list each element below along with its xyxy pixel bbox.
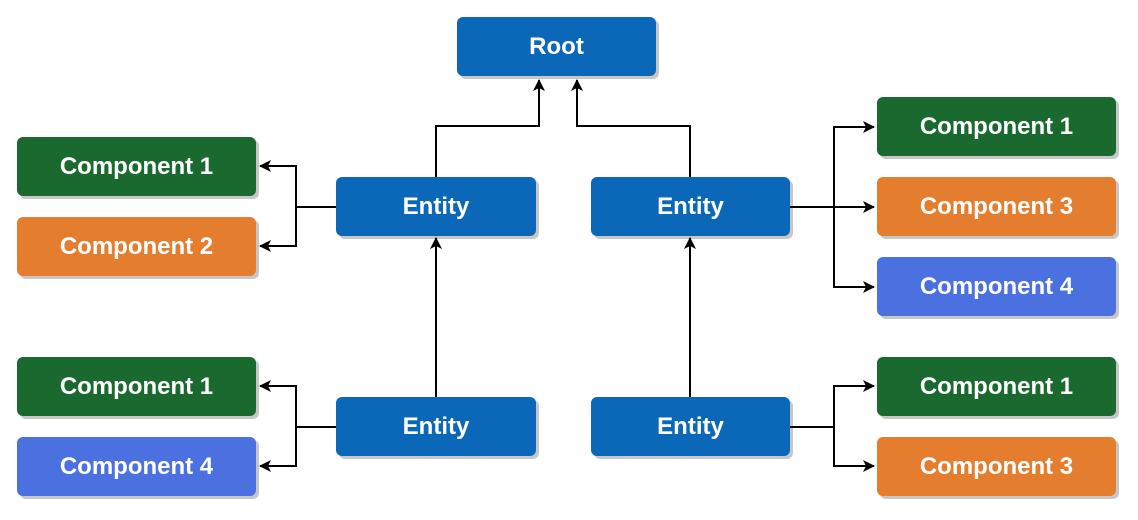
connector-entity-top-left-to-component-2 bbox=[259, 207, 297, 252]
component-node-br-component-1[interactable]: Component 1 bbox=[877, 357, 1116, 416]
component-node-bl-component-4[interactable]: Component 4 bbox=[17, 437, 256, 496]
connector-entity-bottom-right-to-component-3 bbox=[833, 427, 875, 472]
component-node-tr-component-3[interactable]: Component 3 bbox=[877, 177, 1116, 236]
entity-node-bottom-left[interactable]: Entity bbox=[336, 397, 536, 456]
connector-entity-bottom-left-to-component-1 bbox=[259, 380, 336, 428]
connector-entity-bottom-right-to-component-1 bbox=[790, 380, 875, 428]
connector-entity-top-right-to-root bbox=[571, 79, 691, 177]
entity-node-top-left[interactable]: Entity bbox=[336, 177, 536, 236]
connector-entity-top-left-to-root bbox=[435, 79, 545, 177]
component-node-tl-component-2[interactable]: Component 2 bbox=[17, 217, 256, 276]
connector-entity-bottom-left-to-component-4 bbox=[259, 427, 297, 472]
component-node-br-component-3[interactable]: Component 3 bbox=[877, 437, 1116, 496]
connector-entity-top-left-to-component-1 bbox=[259, 160, 336, 208]
component-node-tr-component-1[interactable]: Component 1 bbox=[877, 97, 1116, 156]
component-node-tl-component-1[interactable]: Component 1 bbox=[17, 137, 256, 196]
component-node-bl-component-1[interactable]: Component 1 bbox=[17, 357, 256, 416]
connector-entity-top-right-to-component-1 bbox=[833, 121, 875, 207]
entity-node-bottom-right[interactable]: Entity bbox=[591, 397, 790, 456]
entity-node-top-right[interactable]: Entity bbox=[591, 177, 790, 236]
connector-entity-top-right-to-component-4 bbox=[833, 207, 875, 293]
component-node-tr-component-4[interactable]: Component 4 bbox=[877, 257, 1116, 316]
root-node[interactable]: Root bbox=[457, 17, 656, 76]
